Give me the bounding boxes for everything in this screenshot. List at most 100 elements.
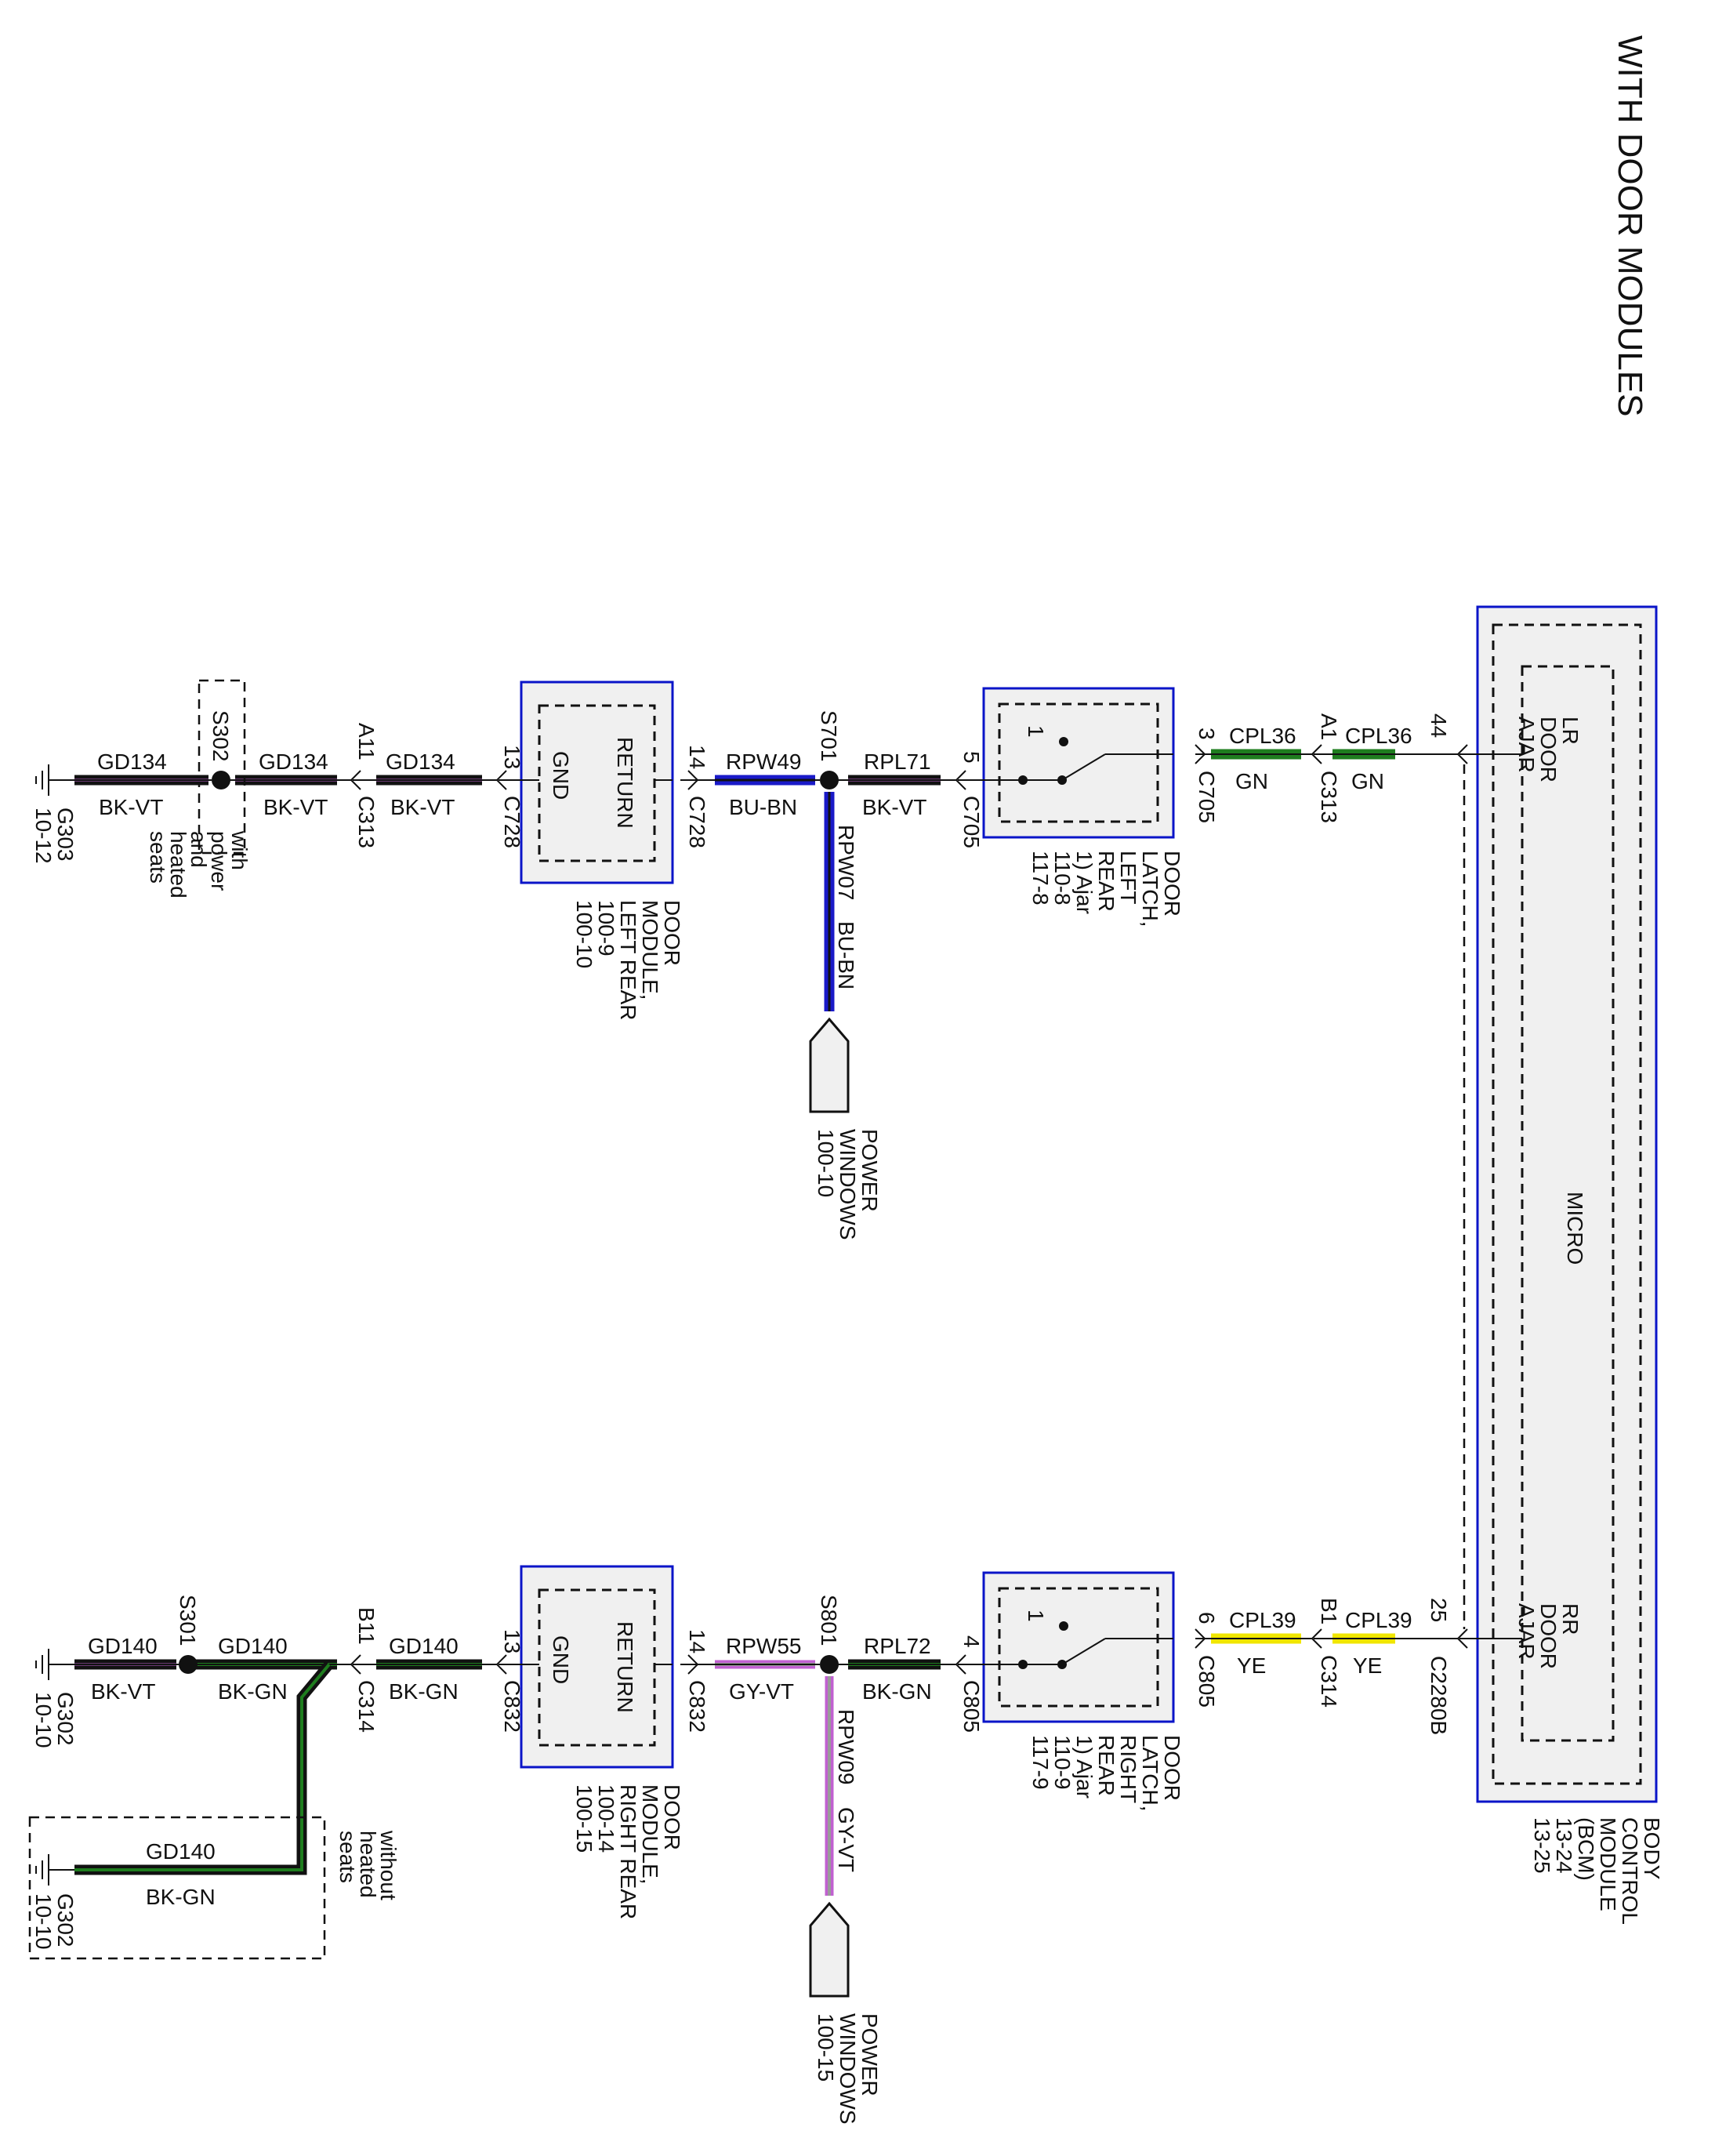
dm-lr-pin-out: 13 (500, 745, 524, 769)
svg-text:WINDOWS: WINDOWS (836, 1129, 860, 1240)
latch-lr-switch-number: 1 (1024, 725, 1048, 738)
svg-text:with: with (227, 830, 252, 870)
svg-text:MODULE: MODULE (1596, 1817, 1620, 1911)
svg-text:REAR: REAR (1094, 851, 1119, 912)
c314-pin-b1: B1 (1317, 1598, 1341, 1624)
wire-gd140-1-color: BK-GN (389, 1679, 459, 1704)
wire-gd140-1-label: GD140 (389, 1634, 459, 1658)
bcm-rr-pin: 25 (1427, 1598, 1451, 1622)
wire-gd140-3-label: GD140 (88, 1634, 158, 1658)
dm-rr-pin-in: 14 (685, 1629, 709, 1653)
power-windows-right-label: POWER WINDOWS 100-15 (814, 2013, 882, 2125)
svg-text:CONTROL: CONTROL (1618, 1817, 1642, 1925)
wire-gd140-2-label: GD140 (218, 1634, 288, 1658)
ground-g302-icon (35, 1649, 49, 1680)
svg-text:13-24: 13-24 (1552, 1817, 1576, 1874)
svg-text:POWER: POWER (858, 1129, 882, 1212)
latch-rr-pin-in: 6 (1195, 1612, 1219, 1624)
ground-g302-alt-ref: 10-10 (31, 1893, 56, 1950)
latch-rr-switch-number: 1 (1024, 1610, 1048, 1622)
svg-text:without: without (376, 1830, 401, 1900)
wire-cpl39-a-color: YE (1237, 1653, 1266, 1678)
bcm-micro-label: MICRO (1563, 1192, 1587, 1265)
splice-s801 (820, 1655, 839, 1674)
right-rear-circuit: 25 C2280B CPL39 YE B1 C314 CPL39 YE 6 C8… (28, 1565, 1522, 2125)
wire-cpl39-b-color: YE (1353, 1653, 1382, 1678)
svg-text:DOOR: DOOR (660, 1784, 684, 1850)
svg-text:DOOR: DOOR (660, 900, 684, 966)
svg-text:100-10: 100-10 (572, 900, 596, 968)
door-module-left-rear-label: DOOR MODULE, LEFT REAR 100-9 100-10 (572, 900, 684, 1021)
wire-gd140-4-color: BK-GN (146, 1885, 216, 1909)
latch-lr-pin-out: 5 (959, 751, 984, 764)
svg-text:power: power (207, 831, 231, 891)
c313-pin-a1: A1 (1317, 713, 1341, 740)
s302-option-label: with power and heated seats (146, 830, 252, 898)
latch-lr-conn-out: C705 (959, 796, 984, 848)
door-latch-left-rear-label: DOOR LATCH, LEFT REAR 1) Ajar 110-8 117-… (1028, 851, 1184, 927)
svg-text:1) Ajar: 1) Ajar (1072, 851, 1097, 914)
wire-gd140-3-color: BK-VT (91, 1679, 155, 1704)
svg-text:WINDOWS: WINDOWS (836, 2013, 860, 2125)
without-heated-seats-label: without heated seats (335, 1830, 401, 1900)
svg-text:100-15: 100-15 (814, 2013, 838, 2082)
latch-rr-conn-out: C805 (959, 1680, 984, 1733)
dm-lr-return: RETURN (613, 737, 637, 829)
svg-text:DOOR: DOOR (1536, 717, 1561, 782)
splice-s301-label: S301 (176, 1595, 200, 1646)
dm-lr-conn-in: C728 (685, 796, 709, 848)
svg-text:110-8: 110-8 (1050, 851, 1075, 906)
svg-text:LEFT REAR: LEFT REAR (616, 900, 640, 1021)
svg-text:DOOR: DOOR (1536, 1603, 1561, 1669)
power-windows-left-label: POWER WINDOWS 100-10 (814, 1129, 882, 1240)
svg-text:100-10: 100-10 (814, 1129, 838, 1197)
bcm-rr-connector: C2280B (1427, 1656, 1451, 1735)
svg-text:LEFT: LEFT (1116, 851, 1140, 904)
svg-text:1) Ajar: 1) Ajar (1072, 1735, 1097, 1798)
bcm-rr-door-ajar-label: RR DOOR AJAR (1514, 1603, 1583, 1669)
bcm-module: MICRO LR DOOR AJAR RR DOOR AJAR BODY CON… (1463, 605, 1664, 1925)
c314b-label: C314 (354, 1680, 379, 1733)
ground-g302-alt-label: G302 (53, 1893, 78, 1947)
wire-rpw09-color: GY-VT (834, 1807, 858, 1872)
c314b-pin: B11 (354, 1607, 379, 1645)
c313b-label: C313 (354, 796, 379, 848)
svg-text:100-14: 100-14 (594, 1784, 618, 1853)
dm-rr-gnd: GND (549, 1635, 573, 1684)
wire-rpw49-label: RPW49 (726, 750, 801, 774)
splice-s701-label: S701 (817, 710, 841, 761)
wire-rpl71-color: BK-VT (862, 795, 926, 819)
svg-text:REAR: REAR (1094, 1735, 1119, 1796)
wire-cpl39-b-label: CPL39 (1345, 1608, 1412, 1632)
svg-text:RIGHT: RIGHT (1116, 1735, 1140, 1803)
wire-gd140-2-color: BK-GN (218, 1679, 288, 1704)
bcm-name-label: BODY CONTROL MODULE (BCM) 13-24 13-25 (1530, 1817, 1664, 1925)
ground-g303-icon (35, 764, 49, 796)
svg-text:and: and (187, 831, 211, 868)
ground-g302-alt-icon (35, 1854, 49, 1886)
door-latch-right-rear-label: DOOR LATCH, RIGHT REAR 1) Ajar 110-9 117… (1028, 1735, 1184, 1812)
svg-text:DOOR: DOOR (1160, 851, 1184, 916)
wire-rpw07-label: RPW07 (834, 825, 858, 900)
wire-rpw09-label: RPW09 (834, 1709, 858, 1784)
dm-lr-pin-in: 14 (685, 745, 709, 769)
ground-g303-label: G303 (53, 808, 78, 862)
svg-text:110-9: 110-9 (1050, 1735, 1075, 1790)
svg-text:MODULE,: MODULE, (638, 1784, 662, 1885)
wire-cpl36-a-label: CPL36 (1229, 724, 1296, 748)
svg-text:heated: heated (166, 831, 190, 898)
diagram-title: WITH DOOR MODULES (1611, 35, 1649, 416)
c313-label: C313 (1317, 771, 1341, 823)
dm-lr-gnd: GND (549, 751, 573, 800)
latch-rr-pin-out: 4 (959, 1635, 984, 1648)
wire-rpl71-label: RPL71 (864, 750, 931, 774)
wire-gd134-1-color: BK-VT (390, 795, 455, 819)
wire-gd134-3-color: BK-VT (99, 795, 163, 819)
latch-rr-conn-in: C805 (1195, 1655, 1219, 1708)
svg-text:RIGHT REAR: RIGHT REAR (616, 1784, 640, 1919)
svg-text:117-8: 117-8 (1028, 851, 1053, 906)
door-module-right-rear: RETURN GND (520, 1565, 674, 1769)
wire-cpl36-b-label: CPL36 (1345, 724, 1412, 748)
option-box-s302 (198, 679, 246, 855)
